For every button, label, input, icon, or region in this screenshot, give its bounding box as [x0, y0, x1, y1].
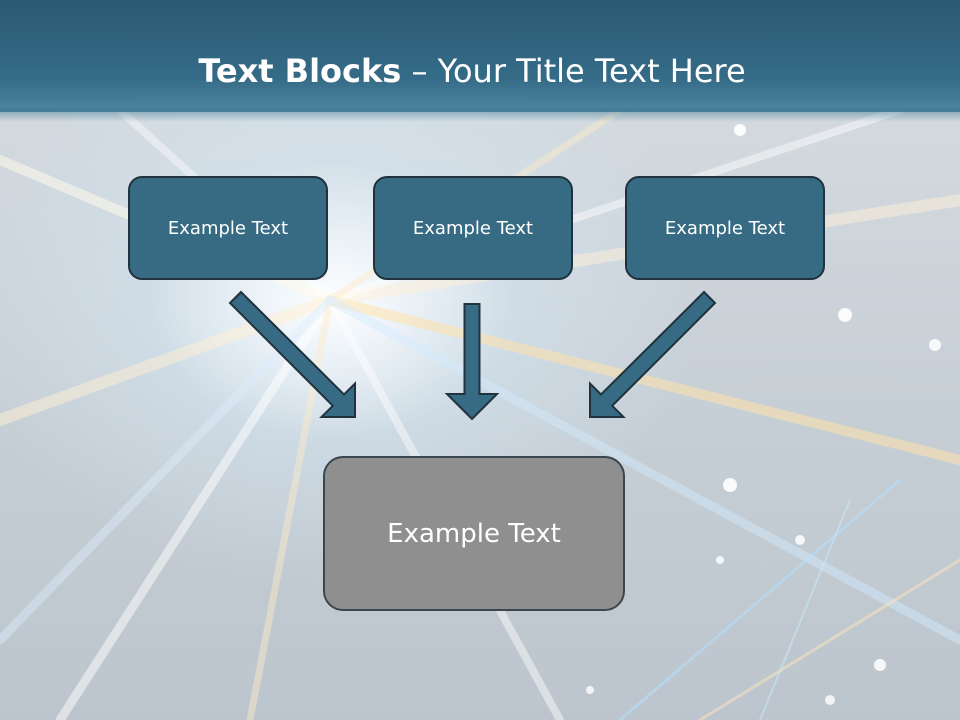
- text-block-left[interactable]: Example Text: [128, 176, 328, 280]
- target-text-block[interactable]: Example Text: [323, 456, 625, 611]
- text-block-right-label: Example Text: [664, 217, 786, 239]
- slide-title: Text Blocks – Your Title Text Here: [0, 52, 944, 90]
- text-block-right[interactable]: Example Text: [625, 176, 825, 280]
- arrow-right: [589, 290, 717, 418]
- text-block-center-label: Example Text: [412, 217, 534, 239]
- title-rest: Your Title Text Here: [437, 52, 746, 90]
- title-bar: [0, 0, 960, 112]
- title-separator: –: [401, 52, 438, 90]
- target-text-block-label: Example Text: [387, 518, 561, 549]
- text-block-left-label: Example Text: [167, 217, 289, 239]
- title-bold: Text Blocks: [198, 52, 402, 90]
- arrow-center: [444, 303, 500, 421]
- title-bar-fade: [0, 108, 960, 122]
- text-block-center[interactable]: Example Text: [373, 176, 573, 280]
- arrow-left: [228, 290, 356, 418]
